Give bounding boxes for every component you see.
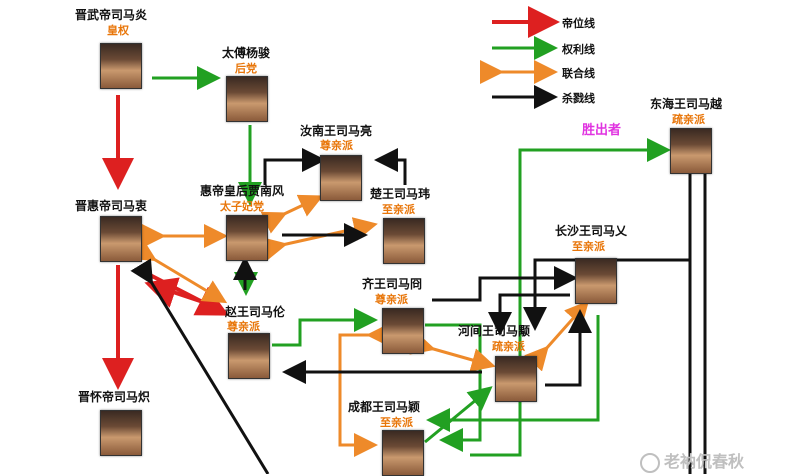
killing-lines [130, 148, 707, 474]
portrait-huidi [100, 216, 142, 262]
node-name-liang: 汝南王司马亮 [300, 124, 373, 138]
portrait-jiananfeng [226, 215, 268, 261]
wechat-icon [640, 452, 660, 473]
portrait-wudi [100, 43, 142, 89]
node-name-ai: 长沙王司马乂 [555, 224, 628, 238]
node-faction-wudi: 皇权 [107, 24, 129, 37]
portrait-yue [670, 128, 712, 174]
legend-label-killing: 杀戮线 [562, 92, 595, 105]
node-name-huidi: 晋惠帝司马衷 [75, 199, 148, 213]
node-name-jiong: 齐王司马冏 [362, 277, 423, 291]
node-name-jiananfeng: 惠帝皇后贾南风 [200, 184, 285, 198]
portrait-yangjun [226, 76, 268, 122]
node-faction-lun: 尊亲派 [227, 320, 260, 333]
portrait-lun [228, 333, 270, 379]
node-faction-yue: 疏亲派 [672, 113, 705, 126]
portrait-jiong [382, 308, 424, 354]
portrait-liang [320, 155, 362, 201]
node-name-ying: 成都王司马颖 [348, 400, 421, 414]
node-name-yangjun: 太傅杨骏 [222, 46, 271, 60]
portrait-huaidi [100, 410, 142, 456]
portrait-yong [495, 356, 537, 402]
node-faction-jiananfeng: 太子妃党 [220, 200, 264, 213]
winner-label: 胜出者 [582, 123, 622, 138]
legend-lines [480, 6, 560, 109]
node-faction-yong: 疏亲派 [492, 340, 525, 353]
legend-label-alliance: 联合线 [562, 67, 595, 80]
node-faction-wei: 至亲派 [382, 203, 415, 216]
node-name-wudi: 晋武帝司马炎 [75, 8, 148, 22]
portrait-ai [575, 258, 617, 304]
node-faction-yangjun: 后党 [235, 62, 257, 75]
node-name-lun: 赵王司马伦 [225, 305, 286, 319]
node-name-yue: 东海王司马越 [650, 97, 723, 111]
node-name-huaidi: 晋怀帝司马炽 [78, 390, 151, 404]
watermark: 老衲侃春秋 [640, 448, 744, 473]
node-name-yong: 河间王司马颙 [458, 324, 531, 338]
node-faction-ai: 至亲派 [572, 240, 605, 253]
portrait-wei [383, 218, 425, 264]
watermark-text: 老衲侃春秋 [664, 452, 745, 471]
legend-label-imperial: 帝位线 [562, 17, 595, 30]
portrait-ying [382, 430, 424, 476]
node-faction-liang: 尊亲派 [320, 139, 353, 152]
node-faction-ying: 至亲派 [380, 416, 413, 429]
legend-label-power: 权利线 [562, 43, 595, 56]
node-faction-jiong: 尊亲派 [375, 293, 408, 306]
node-name-wei: 楚王司马玮 [370, 187, 431, 201]
